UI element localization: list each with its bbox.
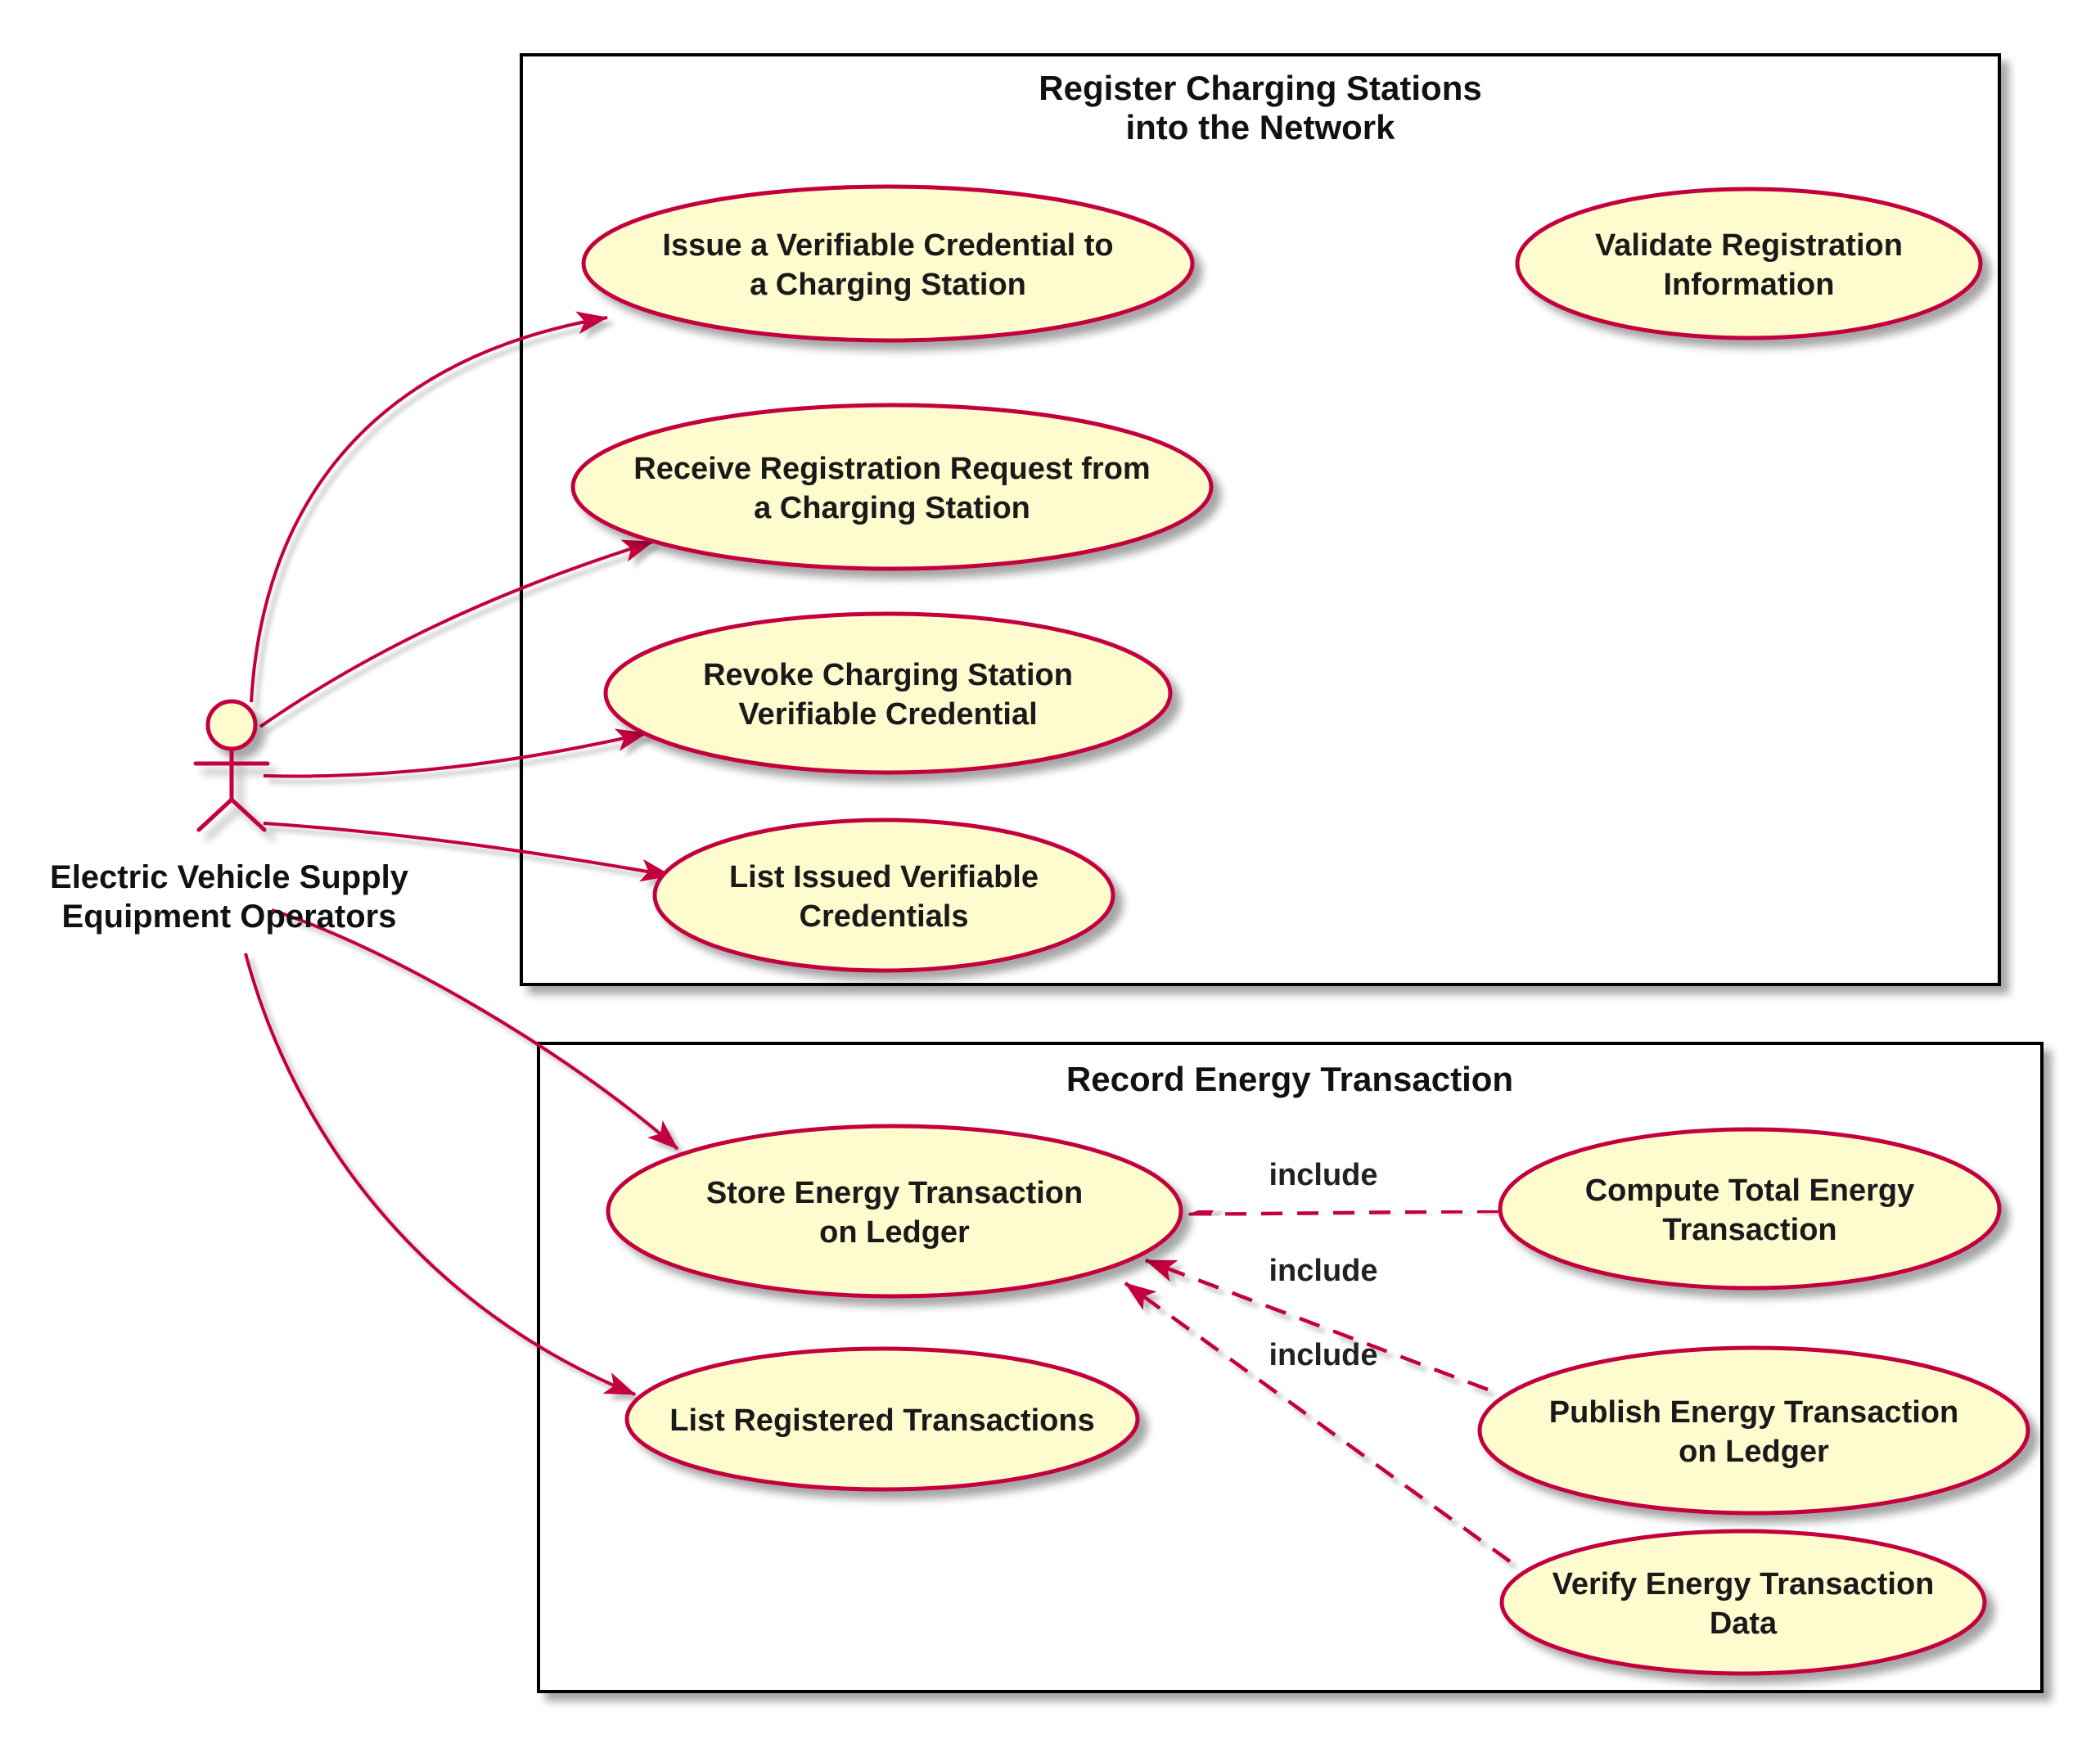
- usecase-ellipse: [1515, 187, 1983, 340]
- usecase-store-energy-transaction: Store Energy Transaction on Ledger: [606, 1124, 1183, 1299]
- usecase-label-line1: Issue a Verifiable Credential to: [662, 228, 1113, 263]
- usecase-ellipse: [1499, 1529, 1987, 1676]
- actor-evse-operators: [193, 699, 270, 832]
- usecase-publish-energy-transaction: Publish Energy Transaction on Ledger: [1477, 1345, 2030, 1516]
- usecase-validate-registration-information: Validate Registration Information: [1515, 187, 1983, 340]
- usecase-label-line1: Revoke Charging Station: [703, 658, 1073, 692]
- include-arrow-verify-to-store: [1124, 1282, 1512, 1563]
- package-register-title-line1: Register Charging Stations: [1039, 69, 1481, 107]
- usecase-list-registered-transactions: List Registered Transactions: [624, 1346, 1140, 1492]
- usecase-label-line2: Verifiable Credential: [738, 697, 1037, 732]
- usecase-label-line1: Compute Total Energy: [1585, 1174, 1915, 1208]
- include-label: include: [1269, 1158, 1377, 1192]
- usecase-ellipse: [652, 818, 1115, 973]
- actor-head: [205, 699, 258, 751]
- actor-leg-right: [229, 797, 267, 832]
- usecase-receive-registration-request: Receive Registration Request from a Char…: [570, 403, 1214, 571]
- actor-label-line2: Equipment Operators: [62, 899, 397, 935]
- usecase-ellipse: [1477, 1345, 2030, 1516]
- usecase-label-line2: Data: [1710, 1606, 1778, 1641]
- usecase-ellipse: [581, 184, 1195, 343]
- usecase-ellipse: [624, 1346, 1140, 1492]
- actor-label-line1: Electric Vehicle Supply: [50, 859, 409, 895]
- include-label: include: [1269, 1338, 1377, 1372]
- usecase-verify-energy-transaction-data: Verify Energy Transaction Data: [1499, 1529, 1987, 1676]
- usecase-compute-total-energy: Compute Total Energy Transaction: [1498, 1127, 2002, 1291]
- usecase-label-line1: Validate Registration: [1595, 228, 1903, 263]
- usecase-ellipse: [570, 403, 1214, 571]
- package-register-title-line2: into the Network: [1125, 108, 1395, 146]
- usecase-label-line2: on Ledger: [819, 1215, 970, 1250]
- usecase-list-issued-credentials: List Issued Verifiable Credentials: [652, 818, 1115, 973]
- association-actor-receive-request: [259, 539, 654, 728]
- association-actor-revoke-vc: [263, 728, 647, 778]
- include-arrows: include include include: [1124, 252, 1516, 1563]
- usecase-label-line1: List Issued Verifiable: [729, 860, 1039, 894]
- include-arrow-publish-to-store: [1145, 1258, 1489, 1392]
- usecase-ellipse: [1498, 1127, 2002, 1291]
- association-actor-list-registered-tx: [244, 953, 636, 1396]
- usecase-ellipse: [603, 611, 1173, 775]
- actor-leg-left: [196, 797, 234, 832]
- usecase-label-line1: Store Energy Transaction: [706, 1176, 1083, 1210]
- association-actor-store-tx: [271, 908, 679, 1151]
- association-actor-list-issued-vc: [263, 822, 672, 882]
- association-actor-issue-vc: [250, 311, 608, 703]
- usecase-ellipse: [606, 1124, 1183, 1299]
- include-label: include: [1269, 1254, 1377, 1288]
- usecase-label-line2: Credentials: [800, 899, 969, 934]
- usecase-label-line2: a Charging Station: [754, 491, 1030, 525]
- usecase-label-line1: List Registered Transactions: [669, 1403, 1095, 1438]
- usecase-label-line2: Information: [1664, 268, 1835, 302]
- package-record-title: Record Energy Transaction: [1066, 1060, 1513, 1098]
- actor-associations: [244, 311, 679, 1396]
- usecase-issue-verifiable-credential: Issue a Verifiable Credential to a Charg…: [581, 184, 1195, 343]
- usecase-label-line2: a Charging Station: [750, 268, 1026, 302]
- usecase-label-line1: Publish Energy Transaction: [1549, 1395, 1958, 1430]
- usecase-label-line1: Verify Energy Transaction: [1552, 1567, 1935, 1602]
- usecase-label-line2: Transaction: [1662, 1213, 1836, 1247]
- usecase-revoke-credential: Revoke Charging Station Verifiable Crede…: [603, 611, 1173, 775]
- usecase-label-line1: Receive Registration Request from: [633, 452, 1150, 486]
- include-arrow-compute-to-store: [1187, 1202, 1499, 1226]
- usecase-label-line2: on Ledger: [1679, 1435, 1829, 1469]
